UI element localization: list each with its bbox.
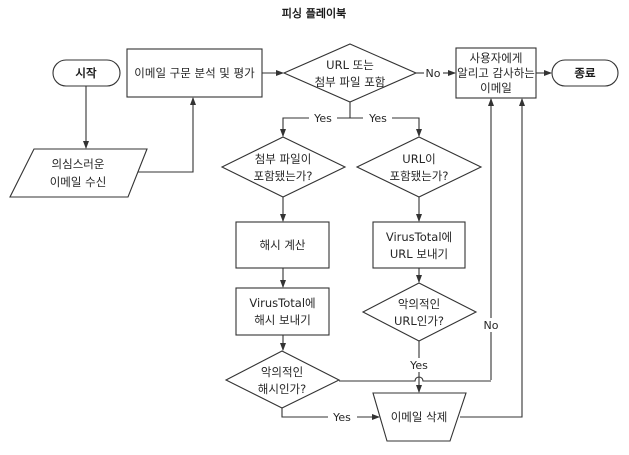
send-url-label-2: URL 보내기 xyxy=(390,247,448,261)
edge-received-parse xyxy=(138,97,196,173)
node-end: 종료 xyxy=(551,59,619,87)
start-label: 시작 xyxy=(75,66,97,80)
received-label-1: 의심스러운 xyxy=(52,157,105,171)
end-label: 종료 xyxy=(574,66,596,80)
delete-trapezoid xyxy=(372,392,467,442)
send-url-box xyxy=(372,221,466,269)
node-malicious-hash: 악의적인 해시인가? xyxy=(224,350,341,409)
label-yes-url: Yes xyxy=(409,359,428,372)
malicious-hash-label-2: 해시인가? xyxy=(258,382,306,396)
node-start: 시작 xyxy=(52,59,121,87)
notify-label-3: 이메일 xyxy=(480,81,512,95)
node-received: 의심스러운 이메일 수신 xyxy=(9,148,148,198)
node-parse: 이메일 구문 분석 및 평가 xyxy=(126,48,263,98)
decision-malicious-url xyxy=(361,282,478,342)
node-notify: 사용자에게 알리고 감사하는 이메일 xyxy=(455,47,537,99)
node-has-attach: 첨부 파일이 포함됐는가? xyxy=(220,136,347,198)
decision1-label-2: 첨부 파일 포함 xyxy=(315,75,386,89)
node-calc-hash: 해시 계산 xyxy=(235,221,330,269)
has-url-label-1: URL이 xyxy=(402,152,435,166)
label-yes-hash: Yes xyxy=(332,411,351,424)
node-send-url: VirusTotal에 URL 보내기 xyxy=(372,221,466,269)
send-hash-label-1: VirusTotal에 xyxy=(249,296,315,310)
label-no-main: No xyxy=(426,67,441,80)
edge-malhash-yes-a xyxy=(281,408,328,418)
label-no-url: No xyxy=(484,319,499,332)
decision-has-url xyxy=(355,136,483,198)
notify-box xyxy=(455,47,537,99)
has-attach-label-1: 첨부 파일이 xyxy=(255,152,312,166)
connectors xyxy=(83,70,552,420)
node-has-url-or-attach: URL 또는 첨부 파일 포함 xyxy=(282,43,418,103)
decision1-label-1: URL 또는 xyxy=(326,58,374,72)
diagram-title: 피싱 플레이북 xyxy=(282,6,347,20)
send-url-label-1: VirusTotal에 xyxy=(386,230,452,244)
send-hash-box xyxy=(235,287,330,336)
decision-malicious-hash xyxy=(224,350,341,409)
delete-label: 이메일 삭제 xyxy=(391,410,448,424)
decision-has-attach xyxy=(220,136,347,198)
end-terminator xyxy=(551,59,619,87)
notify-label-2: 알리고 감사하는 xyxy=(457,66,535,80)
node-send-hash: VirusTotal에 해시 보내기 xyxy=(235,287,330,336)
received-label-2: 이메일 수신 xyxy=(50,175,107,189)
label-yes-right: Yes xyxy=(368,112,387,125)
calc-hash-box xyxy=(235,221,330,269)
malicious-url-label-1: 악의적인 xyxy=(398,297,440,311)
malicious-url-label-2: URL인가? xyxy=(394,314,444,328)
edge-malhash-notify xyxy=(339,376,491,382)
label-yes-left: Yes xyxy=(313,112,332,125)
node-has-url: URL이 포함됐는가? xyxy=(355,136,483,198)
decision-url-or-attach xyxy=(282,43,418,103)
malicious-hash-label-1: 악의적인 xyxy=(261,365,303,379)
node-delete: 이메일 삭제 xyxy=(372,392,467,442)
edge-yes-left xyxy=(280,117,309,137)
notify-label-1: 사용자에게 xyxy=(470,51,523,65)
edge-delete-notify xyxy=(460,98,525,418)
parse-label: 이메일 구문 분석 및 평가 xyxy=(134,66,255,80)
node-malicious-url: 악의적인 URL인가? xyxy=(361,282,478,342)
calc-hash-label: 해시 계산 xyxy=(260,238,306,252)
start-terminator xyxy=(52,59,121,87)
send-hash-label-2: 해시 보내기 xyxy=(254,313,311,327)
has-attach-label-2: 포함됐는가? xyxy=(253,169,312,183)
parse-box xyxy=(126,48,263,98)
edge-yes-right xyxy=(392,117,422,137)
received-parallelogram xyxy=(9,148,148,198)
has-url-label-2: 포함됐는가? xyxy=(389,169,448,183)
